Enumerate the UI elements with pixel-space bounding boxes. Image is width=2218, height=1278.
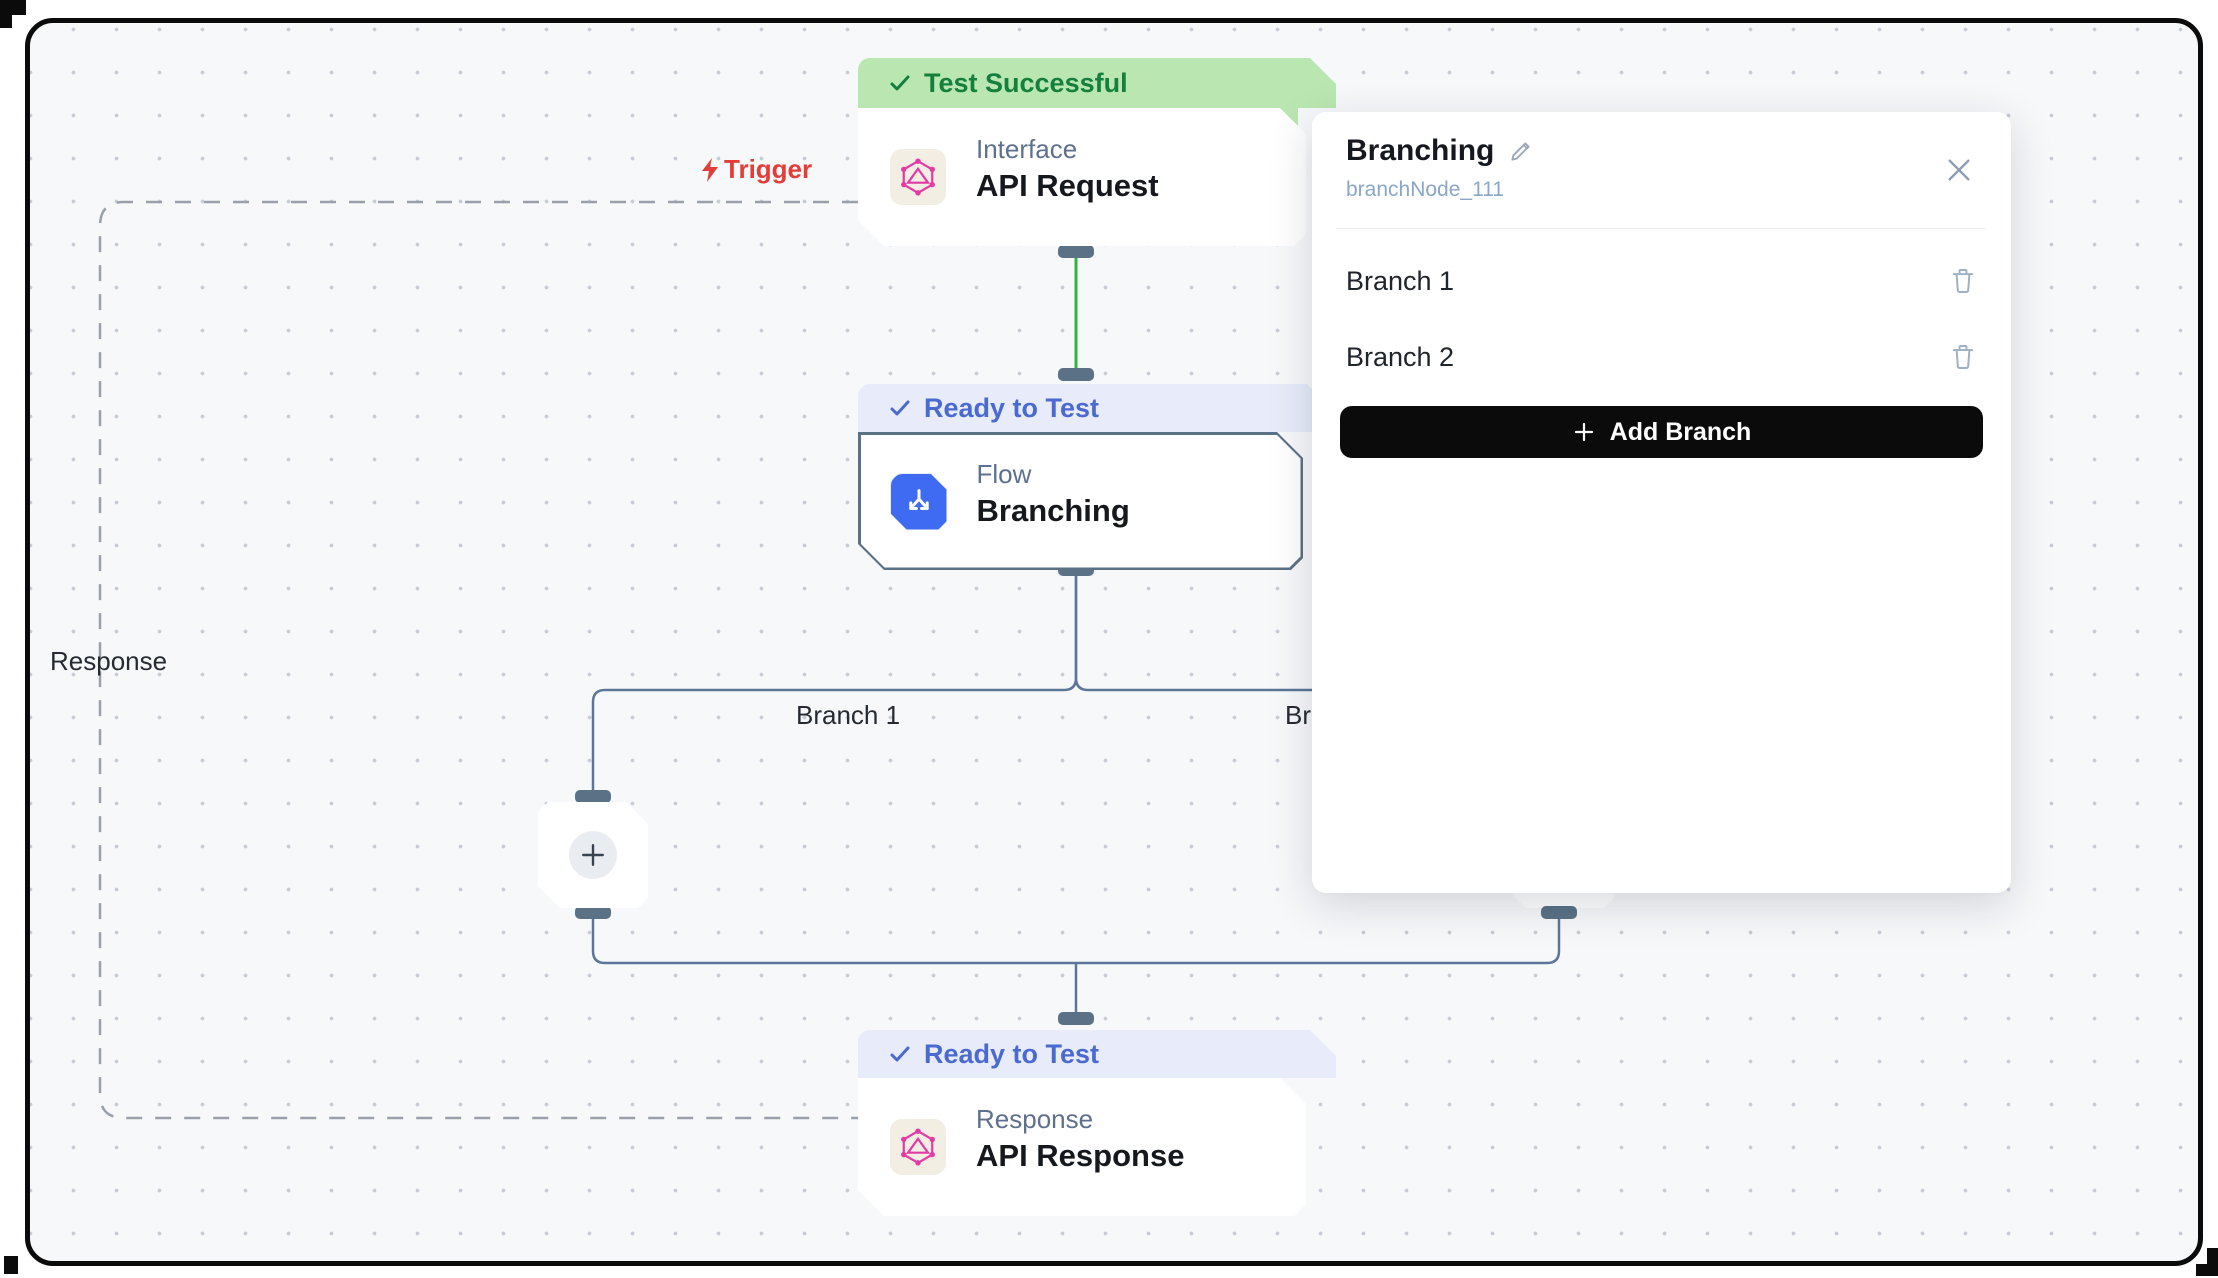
node-title: API Request xyxy=(976,168,1159,203)
crop-mark-bottom-left xyxy=(4,1256,18,1274)
node-status-text: Test Successful xyxy=(924,67,1128,98)
branch-row-label: Branch 1 xyxy=(1346,265,1455,296)
edge-trigger-response-loop[interactable] xyxy=(98,200,858,1120)
node-branching[interactable]: Flow Branching xyxy=(858,432,1303,570)
crop-mark-bottom-right-2 xyxy=(2207,1248,2218,1276)
edge-branch-merge[interactable] xyxy=(591,916,1561,965)
node-status-banner-branching: Ready to Test xyxy=(858,384,1333,432)
node-title: Branching xyxy=(976,492,1130,528)
lightning-bolt-icon xyxy=(698,157,722,183)
node-title: API Response xyxy=(976,1138,1185,1173)
close-icon[interactable] xyxy=(1943,154,1975,186)
connector-handle[interactable] xyxy=(1541,906,1577,919)
node-category: Response xyxy=(976,1104,1094,1134)
node-status-text: Ready to Test xyxy=(924,1038,1100,1069)
connector-handle[interactable] xyxy=(1058,368,1094,381)
check-icon xyxy=(888,396,912,420)
node-api-response[interactable]: Response API Response xyxy=(858,1078,1306,1216)
node-category: Flow xyxy=(976,458,1032,489)
connector-handle[interactable] xyxy=(575,790,611,803)
edge-branch-1[interactable] xyxy=(591,574,1078,794)
connector-handle[interactable] xyxy=(1058,1012,1094,1025)
branching-config-panel: Branching branchNode_111 Branch 1 Branch… xyxy=(1312,112,2011,893)
graphql-icon xyxy=(890,149,946,205)
add-branch-button[interactable]: Add Branch xyxy=(1340,406,1983,458)
add-node-button-branch1[interactable] xyxy=(538,802,648,908)
connector-handle[interactable] xyxy=(1058,245,1094,258)
branch-row-1: Branch 1 xyxy=(1346,250,1977,312)
branch-1-edge-label: Branch 1 xyxy=(796,700,901,730)
node-status-text: Ready to Test xyxy=(924,392,1100,423)
trash-icon[interactable] xyxy=(1949,342,1977,372)
node-api-request[interactable]: Interface API Request xyxy=(858,108,1306,246)
trigger-edge-label: Trigger xyxy=(698,154,812,185)
crop-mark-top-left-2 xyxy=(0,0,12,28)
response-edge-label: Response xyxy=(50,646,168,676)
branch-split-icon xyxy=(891,474,947,530)
graphql-icon xyxy=(890,1119,946,1175)
check-icon xyxy=(888,1042,912,1066)
connector-handle[interactable] xyxy=(575,906,611,919)
trigger-edge-label-text: Trigger xyxy=(724,154,813,184)
node-category: Interface xyxy=(976,134,1078,164)
check-icon xyxy=(888,71,912,95)
node-status-banner-api-response: Ready to Test xyxy=(858,1030,1336,1078)
panel-node-id: branchNode_111 xyxy=(1346,178,1505,201)
plus-icon xyxy=(1572,420,1596,444)
branch-row-label: Branch 2 xyxy=(1346,341,1455,372)
trash-icon[interactable] xyxy=(1949,266,1977,296)
add-branch-label: Add Branch xyxy=(1609,417,1752,446)
pencil-icon[interactable] xyxy=(1508,138,1534,164)
node-status-banner-api-request: Test Successful xyxy=(858,58,1336,108)
branch-row-2: Branch 2 xyxy=(1346,326,1977,388)
plus-icon[interactable] xyxy=(569,831,617,879)
divider xyxy=(1336,228,1987,229)
panel-title: Branching xyxy=(1346,134,1495,167)
